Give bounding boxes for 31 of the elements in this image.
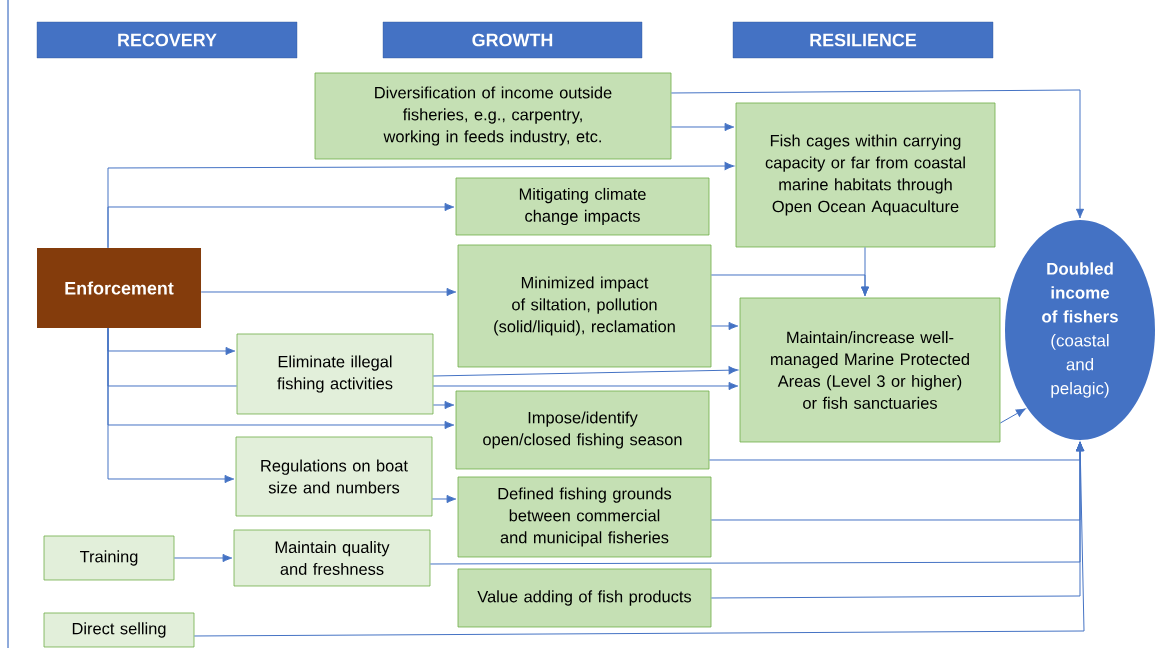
process-box: Regulations on boat size and numbers	[235, 436, 433, 517]
arrow	[432, 400, 455, 410]
process-box: Value adding of fish products	[457, 568, 712, 628]
process-box: Minimized impact of siltation, pollution (solid/liquid), reclamation	[457, 244, 712, 368]
process-box: Training	[43, 535, 175, 581]
arrow	[670, 89, 1085, 219]
arrow	[432, 366, 739, 377]
arrow	[107, 327, 235, 484]
process-box: Mitigating climate change impacts	[455, 177, 710, 236]
arrow	[432, 381, 739, 391]
arrow	[710, 274, 870, 297]
process-box: Maintain/increase well-managed Marine Protected Areas (Level 3 or higher) or fish sanctuaries	[739, 297, 1001, 443]
header-bar: RECOVERY	[36, 21, 298, 59]
arrow	[200, 287, 457, 297]
header-bar: RESILIENCE	[732, 21, 994, 59]
process-box: Direct selling	[43, 612, 195, 648]
arrow	[107, 202, 455, 249]
enforcement-box: Enforcement	[37, 248, 201, 328]
arrow	[431, 494, 457, 504]
arrow	[193, 441, 1085, 637]
process-box: Maintain quality and freshness	[233, 529, 431, 587]
process-box: Fish cages within carrying capacity or far from coastal marine habitats through Open Ocean Aquaculture	[735, 102, 996, 248]
arrow	[173, 553, 233, 563]
process-box: Diversification of income outside fisheries, e.g., carpentry, working in feeds industry, etc.	[314, 72, 672, 160]
process-box: Eliminate illegal fishing activities	[236, 333, 434, 415]
arrow	[999, 408, 1026, 424]
process-box: Impose/identify open/closed fishing season	[455, 390, 710, 470]
arrow	[710, 321, 739, 331]
arrow	[670, 122, 735, 132]
header-bar: GROWTH	[382, 21, 643, 59]
process-box: Defined fishing grounds between commercial and municipal fisheries	[457, 476, 712, 558]
